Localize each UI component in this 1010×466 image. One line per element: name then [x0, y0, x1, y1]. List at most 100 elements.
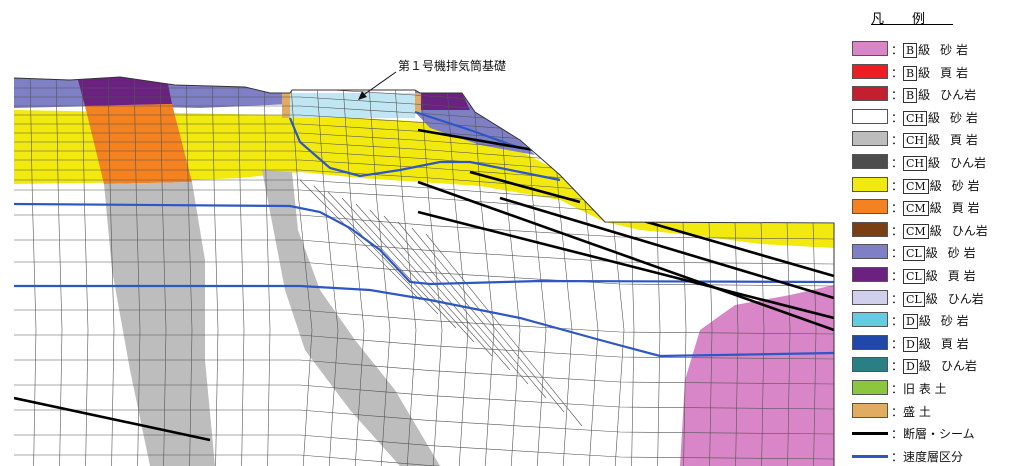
legend-rock: 頁 岩: [951, 201, 980, 216]
fault-4: [639, 218, 834, 278]
mesh-row-line: [14, 334, 834, 360]
legend-label: ：旧 表 土: [891, 382, 947, 396]
velocity-line-4: [414, 110, 521, 150]
legend-item: ：旧 表 土: [852, 379, 1010, 398]
legend-kind: 級: [925, 269, 938, 283]
legend-grade: B: [903, 43, 918, 58]
mesh-col-line: [159, 77, 167, 466]
mesh-row-line: [14, 261, 834, 287]
mesh-col-line: [497, 77, 521, 466]
mesh-col-line: [211, 77, 219, 466]
legend-kind: 級: [928, 156, 941, 170]
mesh-col-line: [471, 77, 495, 466]
mesh-diagonal-line: [355, 203, 493, 357]
legend-kind: 級: [918, 336, 931, 351]
legend-rock: 頁 岩: [947, 269, 976, 283]
legend-kind: 級: [929, 223, 942, 238]
legend-grade: B: [903, 65, 918, 81]
mesh-row-line: [14, 359, 834, 385]
legend-color-swatch: [852, 131, 888, 147]
legend-rock: 砂 岩: [947, 246, 976, 261]
legend-rock: ひん岩: [950, 156, 987, 170]
legend-kind: 級: [925, 246, 938, 261]
velocity-line-2: [14, 202, 834, 286]
mesh-col-line: [185, 77, 193, 466]
legend-color-swatch: [852, 154, 888, 169]
fault-3: [499, 196, 834, 300]
legend-kind: 級: [929, 178, 942, 193]
mesh-row-line: [14, 309, 834, 335]
legend-rock: ひん岩: [947, 291, 984, 306]
mesh-col-line: [81, 77, 89, 466]
ch-shale-dike-left: [104, 182, 215, 466]
legend-rock: 頁 岩: [940, 65, 968, 80]
legend-rock: 速度層区分: [903, 449, 964, 464]
legend-rock: ひん岩: [940, 359, 977, 374]
legend-color-swatch: [852, 289, 888, 305]
annotation-leader: [361, 71, 397, 97]
mesh-row-line: [14, 434, 834, 460]
legend-color-swatch: [852, 221, 888, 237]
legend-color-swatch: [852, 357, 888, 373]
legend-line-swatch: [852, 432, 888, 436]
fill-soil-left: [282, 93, 290, 118]
legend-rock: 頁 岩: [950, 133, 978, 148]
mesh-diagonal-line: [397, 221, 547, 399]
legend-grade: CL: [903, 291, 925, 307]
mesh-diagonal-line: [327, 191, 457, 329]
mesh-diagonal-line: [369, 209, 511, 371]
legend-grade: CH: [903, 110, 928, 126]
legend-label: ：速度層区分: [891, 449, 964, 464]
legend-label: ：断層・シーム: [891, 427, 975, 442]
legend-color-swatch: [852, 86, 888, 102]
fault-1: [417, 180, 834, 332]
legend-kind: 級: [918, 314, 931, 329]
legend-rock: 断層・シーム: [903, 427, 975, 442]
velocity-line-3: [14, 284, 834, 358]
mesh-col-line: [29, 77, 37, 466]
mesh-col-line: [315, 77, 339, 466]
ch-shale-dike-center: [262, 170, 440, 466]
mesh-col-line: [419, 77, 443, 466]
cm-sandstone-right: [605, 222, 834, 248]
legend-rock: 旧 表 土: [903, 382, 947, 396]
legend-color-swatch: [852, 108, 888, 124]
legend-kind: 級: [925, 291, 938, 306]
legend-grade: D: [903, 336, 918, 352]
ground-surface: [13, 76, 835, 466]
velocity-line-1: [288, 117, 561, 182]
legend-rock: ひん岩: [940, 88, 977, 103]
legend-grade: CL: [903, 269, 925, 284]
legend-grade: D: [903, 359, 918, 375]
velocity-boundaries: [14, 110, 834, 358]
legend-color-swatch: [852, 63, 888, 79]
mesh-diagonal-line: [411, 227, 565, 413]
mesh-col-line: [55, 77, 63, 466]
legend-color-swatch: [852, 312, 888, 328]
legend-color-swatch: [852, 199, 888, 215]
mesh-col-line: [289, 77, 313, 466]
mesh-row-line: [14, 214, 834, 240]
exhaust-stack-foundation: [290, 93, 415, 118]
legend-rock: 頁 岩: [940, 336, 969, 351]
legend-rock: 砂 岩: [950, 110, 978, 125]
mesh-row-line: [14, 239, 834, 265]
legend-grade: CH: [903, 133, 928, 149]
